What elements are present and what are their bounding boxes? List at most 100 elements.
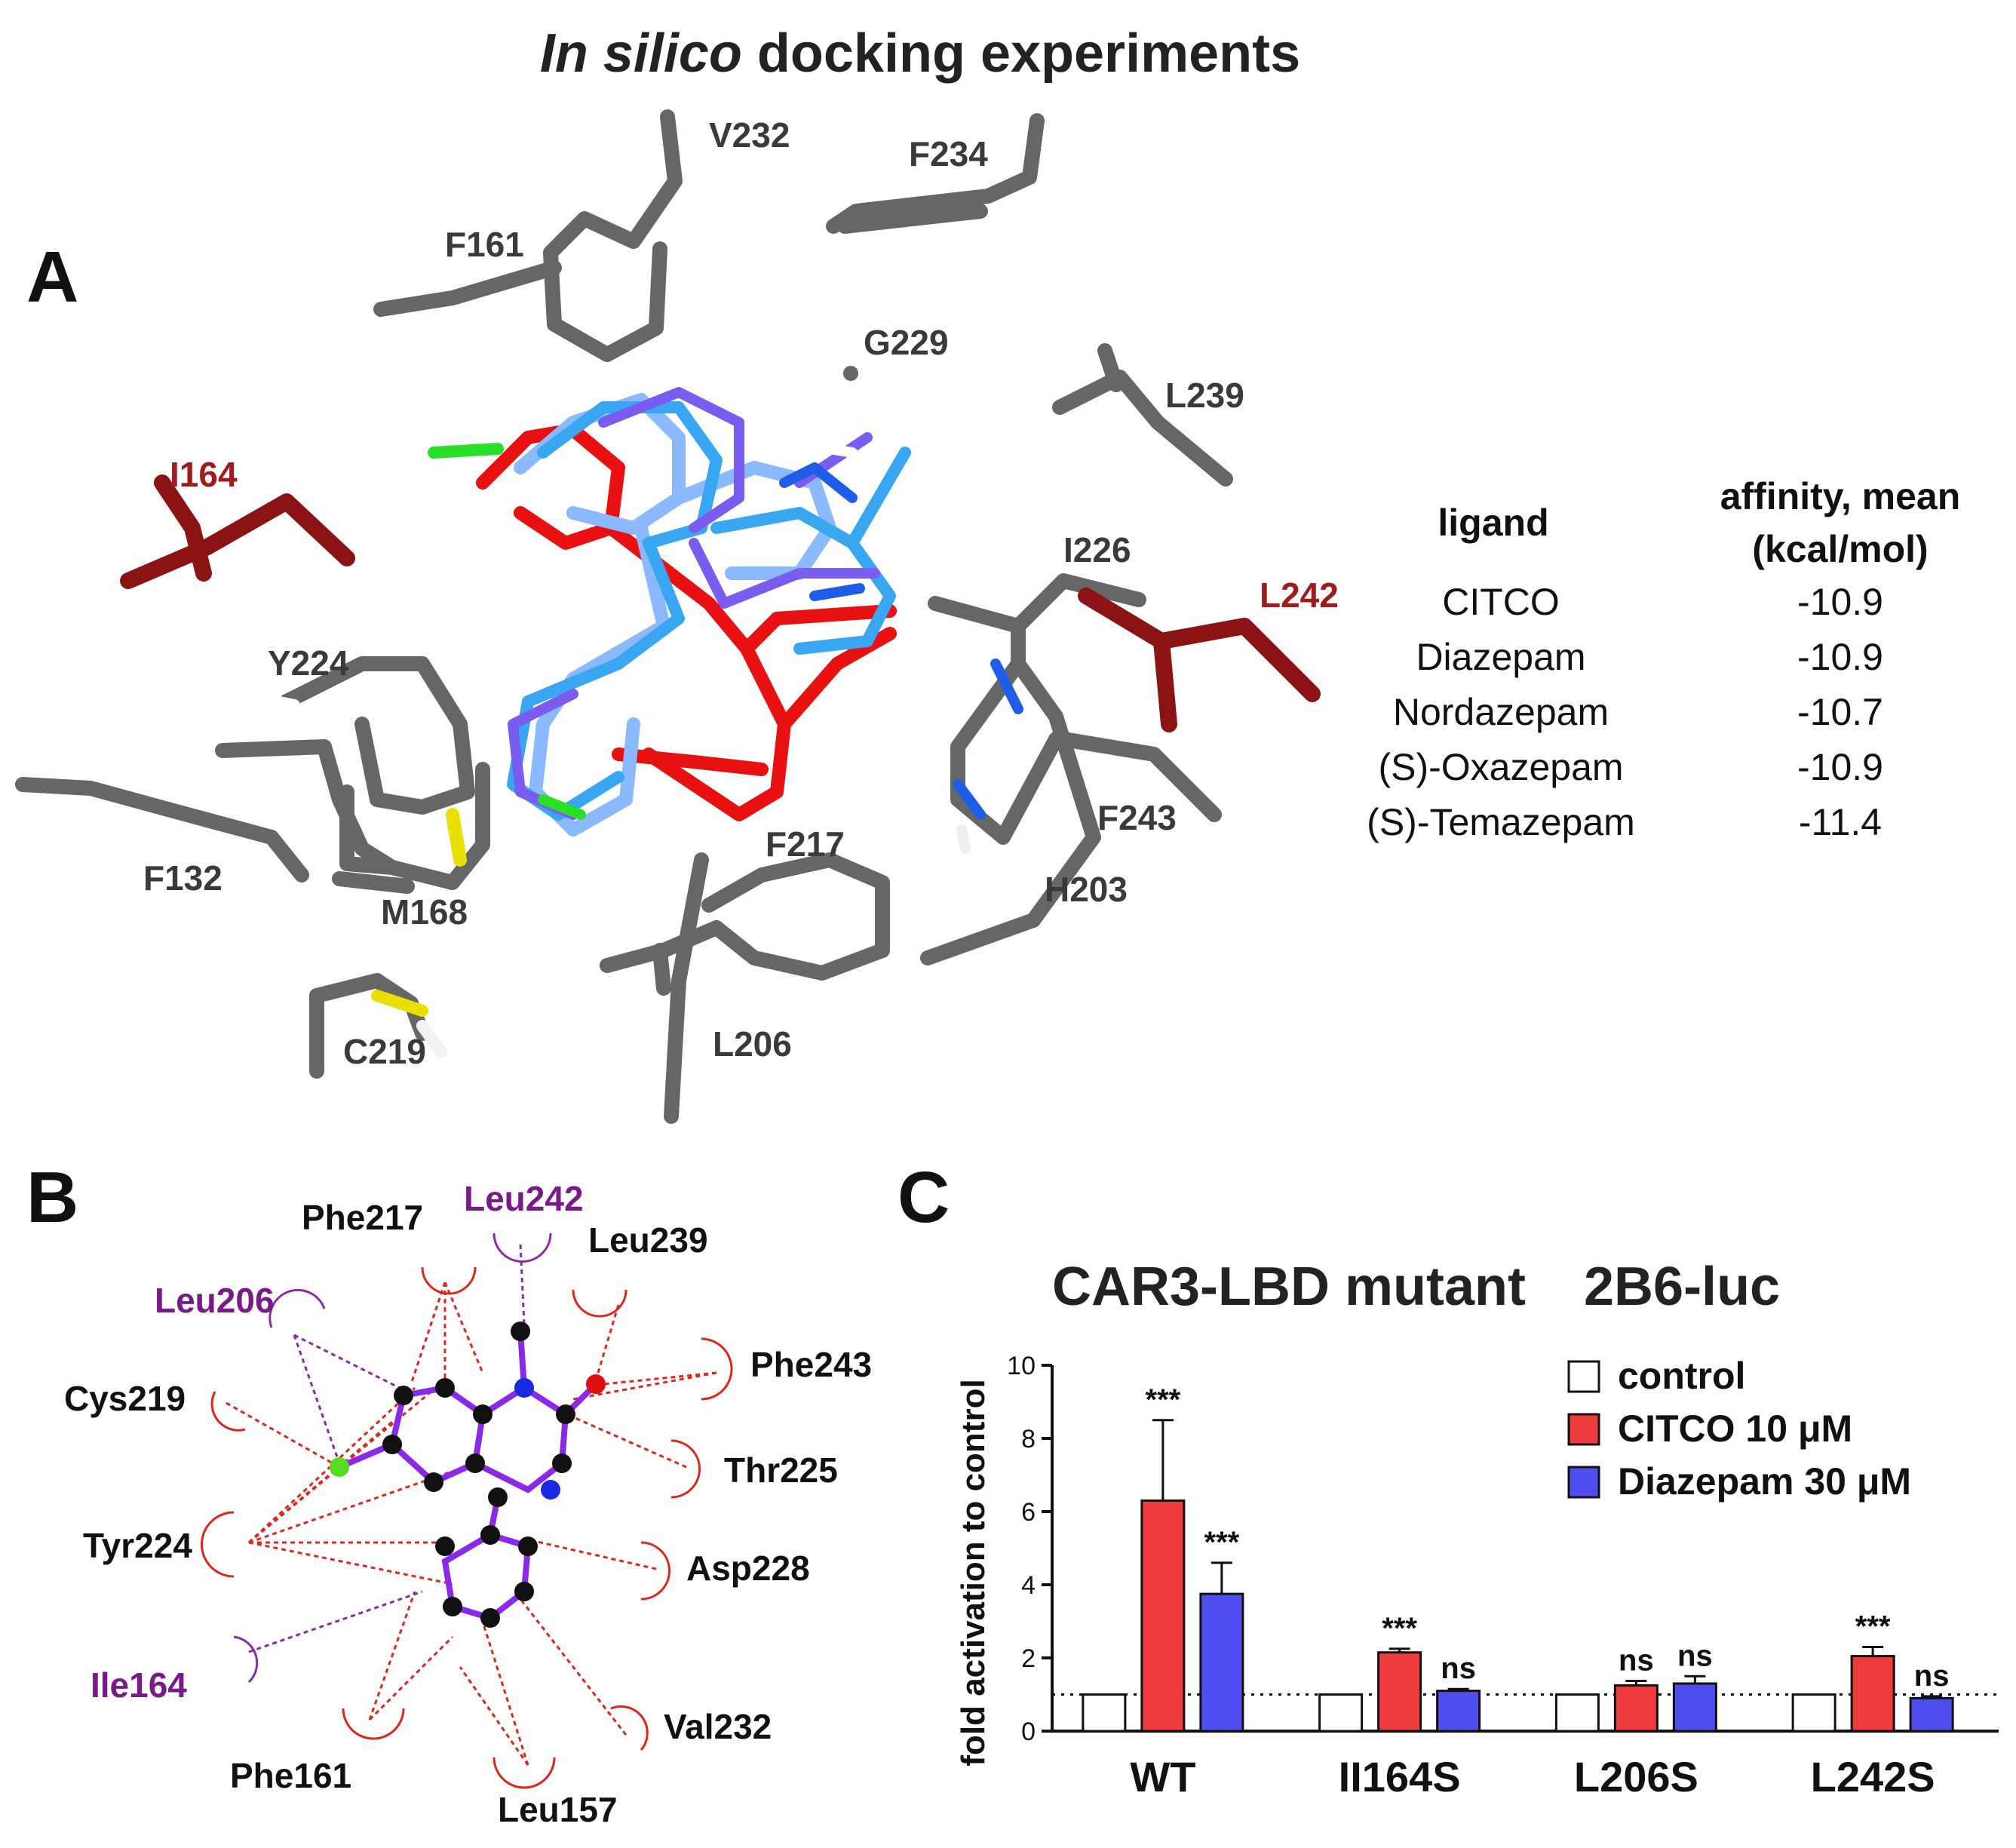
significance-label: *** <box>1204 1526 1240 1559</box>
table-ligand-cell: (S)-Temazepam <box>1367 801 1635 843</box>
b-label-cys219: Cys219 <box>64 1379 186 1418</box>
significance-label: *** <box>1146 1383 1181 1417</box>
bar <box>1140 1499 1186 1733</box>
b-label-val232: Val232 <box>664 1707 772 1746</box>
chart-title-left: CAR3-LBD mutant <box>1052 1257 1526 1317</box>
y-tick-label: 2 <box>1021 1644 1036 1673</box>
residue-label-y224: Y224 <box>268 643 349 683</box>
red-residue-sticks <box>120 474 1321 732</box>
table-affinity-cell: -10.9 <box>1797 636 1883 678</box>
significance-label: ns <box>1914 1659 1950 1693</box>
table-ligand-cell: Diazepam <box>1416 636 1585 678</box>
legend-swatch <box>1567 1360 1600 1393</box>
bar <box>1318 1693 1364 1733</box>
x-category-label: WT <box>1130 1753 1195 1800</box>
significance-label: *** <box>1855 1610 1891 1643</box>
b-label-ile164: Ile164 <box>91 1665 187 1705</box>
x-category-label: L242S <box>1811 1753 1935 1800</box>
legend-label: Diazepam 30 μM <box>1618 1460 1911 1503</box>
figure-title-italic: In silico <box>540 23 742 84</box>
ligand-bonds <box>338 1385 486 1485</box>
residue-label-i164: I164 <box>170 455 238 494</box>
bar <box>1199 1592 1244 1733</box>
table-header-affinity-1: affinity, mean <box>1720 475 1961 517</box>
table-header-affinity-2: (kcal/mol) <box>1752 528 1928 570</box>
b-label-asp228: Asp228 <box>686 1549 810 1588</box>
b-label-phe243: Phe243 <box>750 1345 872 1384</box>
ligand-atoms <box>330 1322 606 1628</box>
panel-b: B <box>26 1157 872 1829</box>
docking-structure <box>15 109 1321 1124</box>
contact-lines <box>226 1244 717 1766</box>
legend-swatch <box>1567 1413 1600 1446</box>
table-ligand-cell: CITCO <box>1442 581 1560 623</box>
legend-label: control <box>1618 1355 1745 1397</box>
residue-label-l206: L206 <box>713 1024 792 1064</box>
residue-label-g229: G229 <box>864 323 949 362</box>
table-header-ligand: ligand <box>1438 502 1548 544</box>
legend-swatch <box>1567 1466 1600 1499</box>
figure-title: In silico docking experiments <box>540 23 1300 84</box>
y-tick-label: 0 <box>1021 1718 1036 1746</box>
bar <box>1850 1655 1895 1733</box>
atom-accents <box>269 443 971 1058</box>
residue-label-v232: V232 <box>709 115 790 155</box>
legend-label: CITCO 10 μM <box>1618 1407 1852 1450</box>
table-affinity-cell: -11.4 <box>1799 801 1882 843</box>
table-affinity-cell: -10.7 <box>1797 691 1883 733</box>
residue-label-l239: L239 <box>1165 376 1244 415</box>
panel-c: C CAR3-LBD mutant 2B6-luc fold activatio… <box>898 1157 1999 1800</box>
residue-label-i226: I226 <box>1063 530 1131 569</box>
bar <box>1554 1693 1600 1733</box>
residue-label-f243: F243 <box>1097 798 1177 837</box>
ligand-bonds-2 <box>474 1384 569 1493</box>
figure-title-rest: docking experiments <box>742 23 1300 84</box>
y-tick-label: 4 <box>1021 1571 1036 1600</box>
ligand-purple <box>508 387 880 820</box>
residue-label-l242: L242 <box>1260 576 1339 615</box>
bar <box>1909 1696 1954 1733</box>
residue-label-h203: H203 <box>1045 870 1128 909</box>
residue-label-f161: F161 <box>445 225 524 264</box>
b-label-leu239: Leu239 <box>588 1220 708 1260</box>
significance-label: ns <box>1619 1644 1654 1678</box>
significance-label: ns <box>1677 1639 1713 1672</box>
ligand-2d <box>330 1322 606 1628</box>
hydrophobic-arcs <box>201 1233 733 1789</box>
table-affinity-cell: -10.9 <box>1797 746 1883 788</box>
bar <box>1082 1693 1127 1733</box>
table-ligand-cell: Nordazepam <box>1393 691 1609 733</box>
y-axis-label: fold activation to control <box>955 1379 992 1766</box>
b-label-leu157: Leu157 <box>498 1790 618 1829</box>
chart-title-right: 2B6-luc <box>1584 1257 1780 1317</box>
bar <box>1613 1684 1659 1733</box>
bar <box>1672 1682 1717 1733</box>
panel-a: A <box>15 109 1339 1124</box>
b-label-phe217: Phe217 <box>302 1198 423 1237</box>
bar <box>1377 1651 1422 1733</box>
table-affinity-cell: -10.9 <box>1797 581 1883 623</box>
ligand-red <box>476 423 897 821</box>
residue-label-f234: F234 <box>909 134 988 173</box>
panel-a-label: A <box>26 237 78 318</box>
panel-c-label: C <box>898 1157 950 1238</box>
table-ligand-cell: (S)-Oxazepam <box>1378 746 1623 788</box>
residue-label-c219: C219 <box>343 1032 426 1071</box>
panel-b-label: B <box>26 1157 78 1238</box>
b-label-tyr224: Tyr224 <box>83 1526 192 1565</box>
b-label-leu206: Leu206 <box>155 1281 275 1320</box>
bar <box>1791 1693 1836 1733</box>
ligand-mid-blue <box>779 462 1023 820</box>
b-label-thr225: Thr225 <box>724 1450 838 1490</box>
bar <box>1436 1690 1481 1733</box>
b-label-leu242: Leu242 <box>464 1179 584 1218</box>
residue-label-f217: F217 <box>766 824 845 864</box>
significance-label: *** <box>1382 1612 1417 1645</box>
x-category-label: L206S <box>1574 1753 1698 1800</box>
residue-label-m168: M168 <box>381 892 468 932</box>
residue-label-f132: F132 <box>143 858 222 898</box>
significance-label: ns <box>1441 1652 1476 1685</box>
